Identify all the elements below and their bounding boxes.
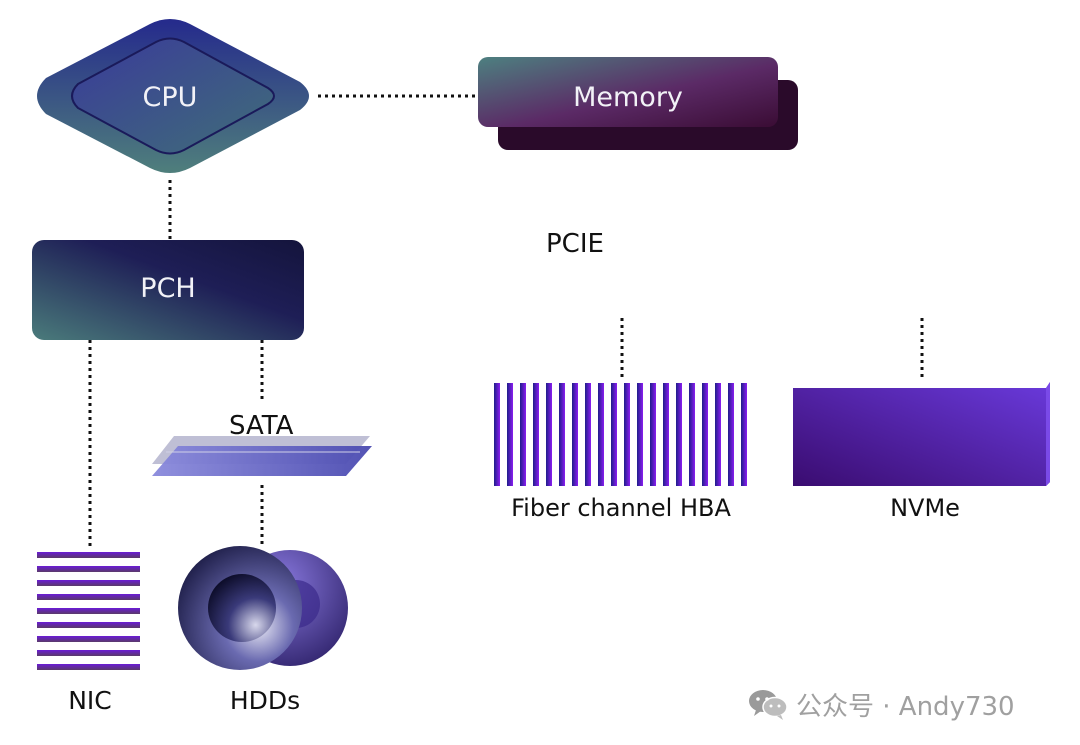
cpu-label: CPU bbox=[142, 82, 198, 113]
hdd-disks bbox=[178, 546, 348, 670]
fiber-hba-label: Fiber channel HBA bbox=[511, 494, 731, 522]
sata-label: SATA bbox=[229, 411, 294, 441]
connectors bbox=[88, 94, 924, 548]
nvme-drive bbox=[793, 382, 1050, 486]
pch-label: PCH bbox=[140, 273, 196, 304]
pcie-bus bbox=[300, 262, 926, 320]
watermark-text: 公众号 · Andy730 bbox=[796, 691, 1015, 722]
nic-card bbox=[37, 552, 140, 670]
memory-module bbox=[478, 57, 798, 150]
nic-label: NIC bbox=[68, 686, 112, 715]
memory-label: Memory bbox=[573, 82, 683, 113]
pcie-label: PCIE bbox=[546, 229, 604, 259]
fiber-hba-card bbox=[494, 383, 747, 486]
nvme-label: NVMe bbox=[890, 494, 960, 522]
hdds-label: HDDs bbox=[229, 686, 301, 715]
watermark: 公众号 · Andy730 bbox=[748, 684, 1015, 724]
sata-connector bbox=[152, 436, 372, 476]
wechat-icon bbox=[748, 687, 788, 721]
cpu-chip bbox=[37, 19, 309, 173]
pch-chip bbox=[32, 240, 304, 340]
